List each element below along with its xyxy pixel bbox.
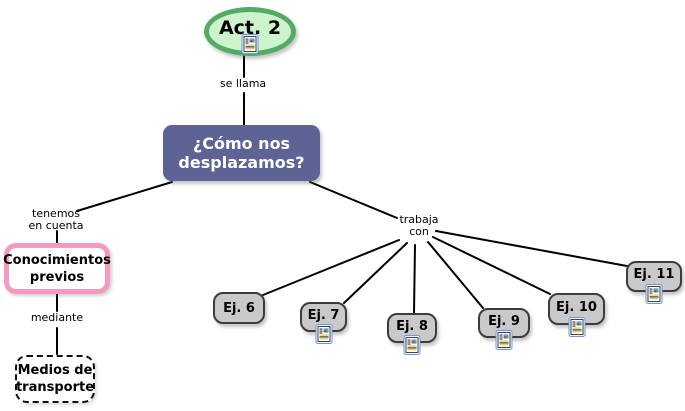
link-trabaja-to-ej10 (432, 236, 551, 295)
node-ej7[interactable]: Ej. 7 (300, 302, 347, 344)
resource-icon[interactable] (568, 317, 585, 337)
link-trabaja-to-ej9 (427, 241, 484, 309)
node-ej6[interactable]: Ej. 6 (213, 292, 265, 324)
link-trabaja-to-ej6 (262, 239, 400, 296)
link-main-to-tenemos (76, 181, 173, 212)
node-ej9-label: Ej. 9 (488, 313, 520, 329)
resource-icon[interactable] (403, 335, 421, 355)
medios-label-line2: transporte (15, 380, 95, 395)
node-medios-de-transporte[interactable]: Medios de transporte (15, 355, 95, 403)
linking-phrase-tenemos-en-cuenta[interactable]: tenemos en cuenta (28, 207, 84, 232)
linking-phrase-mediante[interactable]: mediante (30, 311, 84, 324)
conocimientos-label-line2: previos (29, 269, 85, 285)
linking-phrase-trabaja-con[interactable]: trabaja con (399, 213, 439, 238)
resource-icon[interactable] (645, 284, 663, 304)
node-ej10-label: Ej. 10 (556, 299, 597, 315)
node-ej8-label: Ej. 8 (396, 318, 428, 334)
node-ej7-label: Ej. 7 (307, 307, 340, 323)
node-act2-label: Act. 2 (218, 17, 282, 39)
node-ej9[interactable]: Ej. 9 (478, 308, 530, 350)
medios-label-line1: Medios de (17, 363, 93, 378)
node-ej10[interactable]: Ej. 10 (548, 293, 605, 337)
conocimientos-label-line1: Conocimientos (3, 252, 111, 268)
resource-icon[interactable] (315, 324, 332, 344)
resource-icon[interactable] (495, 330, 513, 350)
node-ej6-label: Ej. 6 (223, 300, 255, 316)
node-ej11-label: Ej. 11 (633, 267, 675, 282)
link-trabaja-to-ej8 (413, 244, 416, 314)
link-trabaja-to-ej7 (343, 242, 408, 304)
link-trabaja-to-ej11 (435, 230, 628, 267)
main-label-line2: desplazamos? (178, 153, 305, 172)
node-ej11[interactable]: Ej. 11 (626, 261, 682, 304)
node-act2[interactable]: Act. 2 (204, 7, 296, 56)
node-como-nos-desplazamos[interactable]: ¿Cómo nos desplazamos? (163, 125, 320, 181)
node-ej8[interactable]: Ej. 8 (387, 313, 437, 355)
node-conocimientos-previos[interactable]: Conocimientos previos (3, 243, 111, 294)
resource-icon[interactable] (241, 34, 259, 54)
main-label-line1: ¿Cómo nos (192, 134, 291, 153)
linking-phrase-se-llama[interactable]: se llama (219, 77, 267, 90)
link-main-to-trabaja (309, 181, 398, 219)
